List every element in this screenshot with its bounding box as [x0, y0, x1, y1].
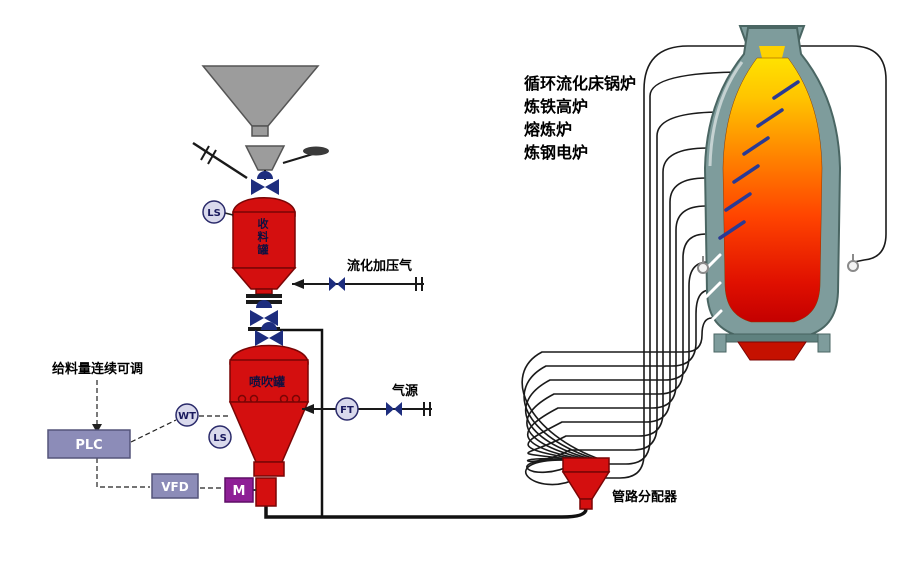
- application-item: 循环流化床锅炉: [524, 74, 637, 93]
- pipe-to-furnace: [524, 261, 709, 461]
- pipe-to-furnace: [527, 177, 707, 461]
- application-item: 炼铁高炉: [524, 97, 589, 116]
- furnace: [697, 25, 859, 361]
- pipe-to-furnace: [521, 317, 713, 461]
- applications-list: 循环流化床锅炉 炼铁高炉 熔炼炉 炼钢电炉: [524, 72, 636, 164]
- wt-label: WT: [178, 411, 196, 422]
- pipe-to-furnace: [527, 147, 709, 461]
- gas-source-label: 气源: [392, 384, 419, 399]
- pressure-balance-pipe: [280, 328, 324, 517]
- receiving-tank-label: 收料罐: [256, 218, 269, 257]
- pipe-to-furnace: [526, 233, 707, 461]
- injection-tank: [228, 344, 310, 507]
- receiving-tank: [231, 197, 297, 295]
- furnace-base: [723, 333, 821, 343]
- feed-inlet-pipe: [192, 141, 248, 180]
- ls-top-label: LS: [207, 208, 221, 219]
- instrument-ft: FT: [335, 397, 359, 421]
- furnace-hearth: [737, 341, 807, 361]
- motor-label: M: [233, 484, 246, 499]
- pipe-around-furnace-right: [525, 45, 887, 486]
- instrument-ls-top: LS: [202, 200, 234, 224]
- injection-tank-label: 喷吹罐: [249, 375, 286, 389]
- injection-lances: [718, 80, 800, 240]
- distribution-pipes: [521, 45, 887, 486]
- ls-bottom-label: LS: [213, 433, 227, 444]
- pipeline-distributor: [561, 457, 611, 510]
- instrument-ls-bottom: LS: [208, 425, 232, 449]
- furnace-leg-right: [817, 333, 831, 353]
- fluidization-gas-label: 流化加压气: [347, 259, 413, 274]
- injection-tank-valve: [255, 322, 283, 346]
- ft-label: FT: [340, 405, 354, 416]
- signal-arrowhead: [92, 424, 102, 433]
- vfd-label: VFD: [161, 480, 188, 494]
- pipe-to-furnace: [526, 111, 723, 463]
- furnace-shell-highlight: [708, 61, 744, 167]
- pipe-to-furnace: [526, 71, 747, 474]
- furnace-leg-left: [713, 333, 727, 353]
- application-item: 熔炼炉: [524, 120, 573, 139]
- fluidization-gas-line: [292, 277, 424, 291]
- rotary-feeder-motor: M: [224, 477, 256, 503]
- pipe-to-furnace: [523, 289, 711, 461]
- main-conveying-pipe: [264, 506, 588, 519]
- control-signal-lines: [96, 380, 228, 489]
- feed-hopper: [201, 65, 320, 171]
- plc-label: PLC: [75, 438, 102, 453]
- inlet-valve: [251, 170, 279, 195]
- trunnion-hooks: [697, 254, 859, 274]
- application-item: 炼钢电炉: [524, 143, 589, 162]
- gas-source-line: [302, 402, 432, 416]
- plc-box: PLC: [47, 429, 131, 459]
- instrument-wt: WT: [175, 403, 199, 427]
- distributor-label: 管路分配器: [612, 490, 678, 505]
- vfd-box: VFD: [151, 473, 199, 499]
- handwheel-valve: [282, 146, 329, 164]
- furnace-melt: [722, 57, 823, 323]
- feed-rate-note: 给料量连续可调: [52, 362, 144, 377]
